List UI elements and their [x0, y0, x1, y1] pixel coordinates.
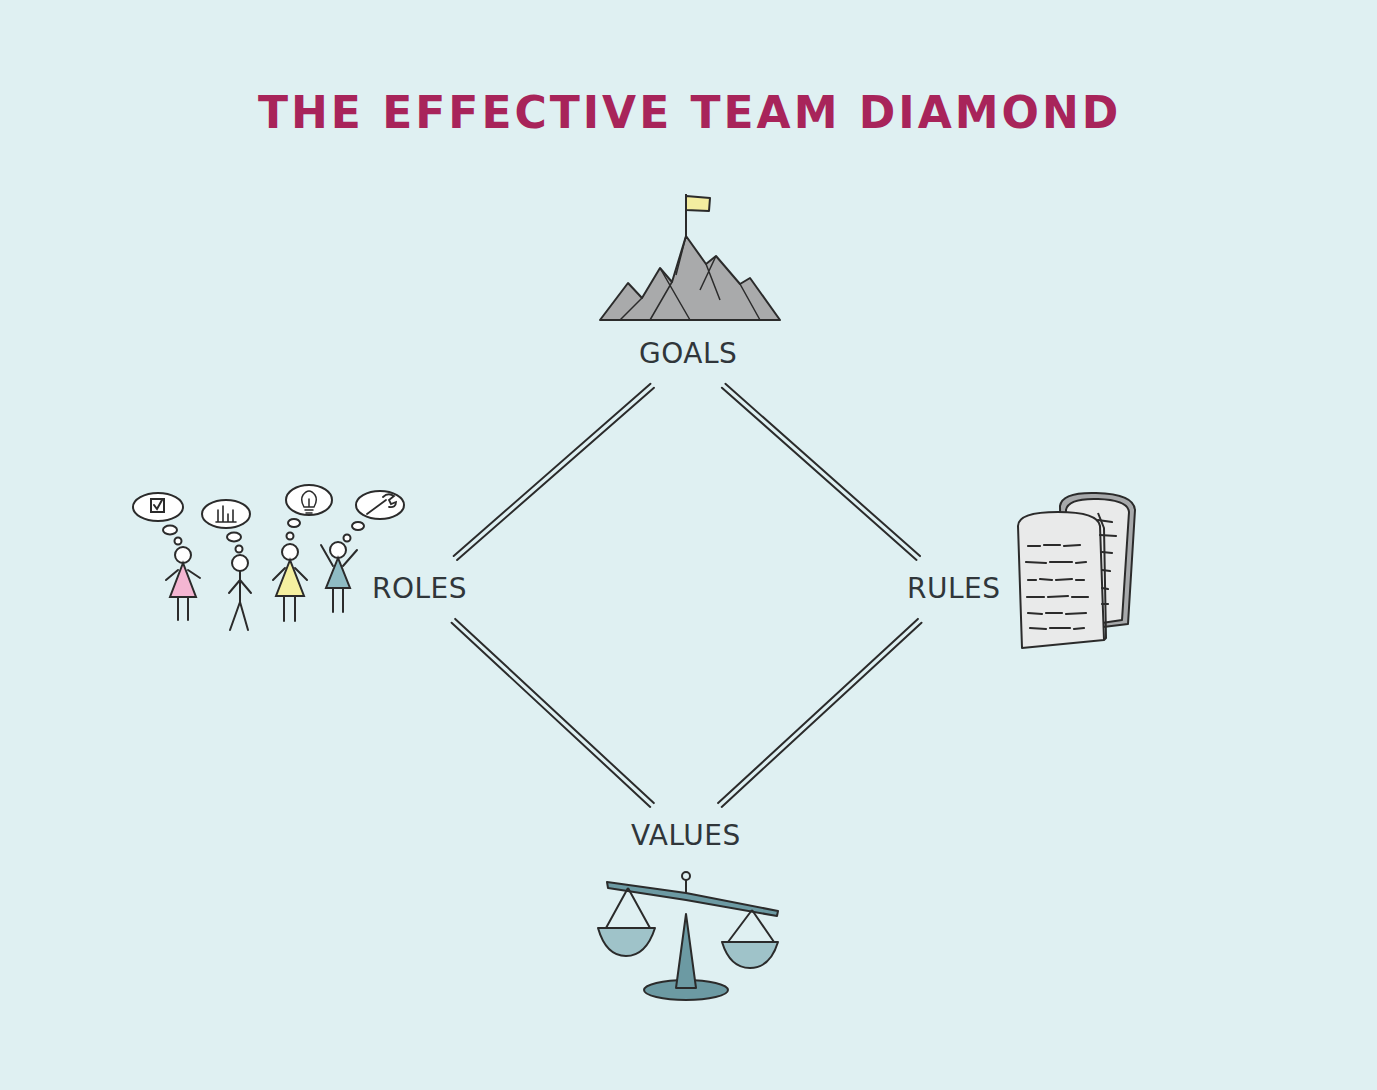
- node-label: GOALS: [639, 339, 737, 370]
- team-figures-part: [151, 499, 164, 512]
- team-figures-part: [166, 570, 200, 580]
- team-figures-part: [232, 555, 248, 571]
- team-figures-part: [284, 596, 295, 621]
- balance-scales-part: [722, 942, 778, 968]
- rule-tablets-part: [1026, 520, 1116, 629]
- team-figures-part: [202, 500, 250, 528]
- label-node: VALUES: [623, 815, 749, 858]
- team-figures-part: [227, 533, 241, 542]
- team-figures-part: [356, 491, 404, 519]
- team-figures-part: [286, 485, 332, 515]
- rule-tablets-part-part: [1028, 579, 1084, 580]
- rule-tablets-part-part: [1028, 545, 1080, 546]
- team-figures-part: [273, 568, 307, 580]
- rule-tablets-part-part: [1030, 628, 1084, 629]
- label-node: GOALS: [631, 333, 745, 376]
- mountain-icon: [600, 194, 780, 320]
- label-node: ROLES: [364, 568, 475, 611]
- mountain-icon-part: [620, 236, 760, 320]
- balance-scales-part: [676, 914, 696, 988]
- rule-tablets-part-part: [1028, 613, 1086, 614]
- team-figures-part: [229, 571, 251, 602]
- rule-tablets: [1018, 493, 1135, 648]
- team-figures-part: [367, 494, 396, 514]
- team-figures-part: [287, 533, 294, 540]
- connector-line: [452, 619, 654, 807]
- node-label: ROLES: [372, 574, 467, 605]
- team-figures-part: [216, 506, 236, 522]
- diagram-title: THE EFFECTIVE TEAM DIAMOND: [258, 87, 1121, 138]
- balance-scales-part: [682, 872, 690, 880]
- double-connector: [722, 384, 920, 560]
- node-label: VALUES: [631, 821, 741, 852]
- team-figures-part: [333, 588, 343, 612]
- node-label: RULES: [907, 574, 1001, 605]
- connector-line: [454, 384, 654, 560]
- team-figures-part: [344, 535, 351, 542]
- team-figures: [133, 485, 404, 630]
- team-figures-part: [175, 538, 182, 545]
- team-figures-part: [163, 526, 177, 535]
- rule-tablets-part-part: [1026, 562, 1086, 563]
- team-figures-part: [321, 545, 357, 566]
- double-connector: [452, 619, 654, 807]
- team-figures-part: [178, 597, 188, 620]
- mountain-icon-part: [686, 196, 710, 211]
- balance-scales-part: [598, 928, 655, 956]
- team-figures-part: [276, 560, 304, 596]
- team-figures-part: [230, 602, 248, 630]
- rule-tablets-part: [1018, 512, 1104, 648]
- connector-line: [722, 384, 920, 560]
- mountain-icon-part: [600, 236, 780, 320]
- double-connector: [718, 619, 921, 807]
- rule-tablets-part-part: [1027, 596, 1088, 597]
- team-figures-part: [133, 493, 183, 521]
- balance-scales: [598, 872, 778, 1000]
- team-figures-part: [236, 546, 243, 553]
- label-node: RULES: [899, 568, 1009, 611]
- team-figures-part: [154, 500, 162, 509]
- team-figures-part: [288, 519, 300, 527]
- team-figures-part: [170, 563, 196, 597]
- rule-tablets-part: [1098, 513, 1106, 640]
- rule-tablets-part-part: [1098, 520, 1116, 604]
- team-figures-part: [302, 491, 317, 513]
- double-connector: [454, 384, 654, 560]
- team-figures-part: [352, 522, 364, 530]
- connector-line: [718, 619, 921, 807]
